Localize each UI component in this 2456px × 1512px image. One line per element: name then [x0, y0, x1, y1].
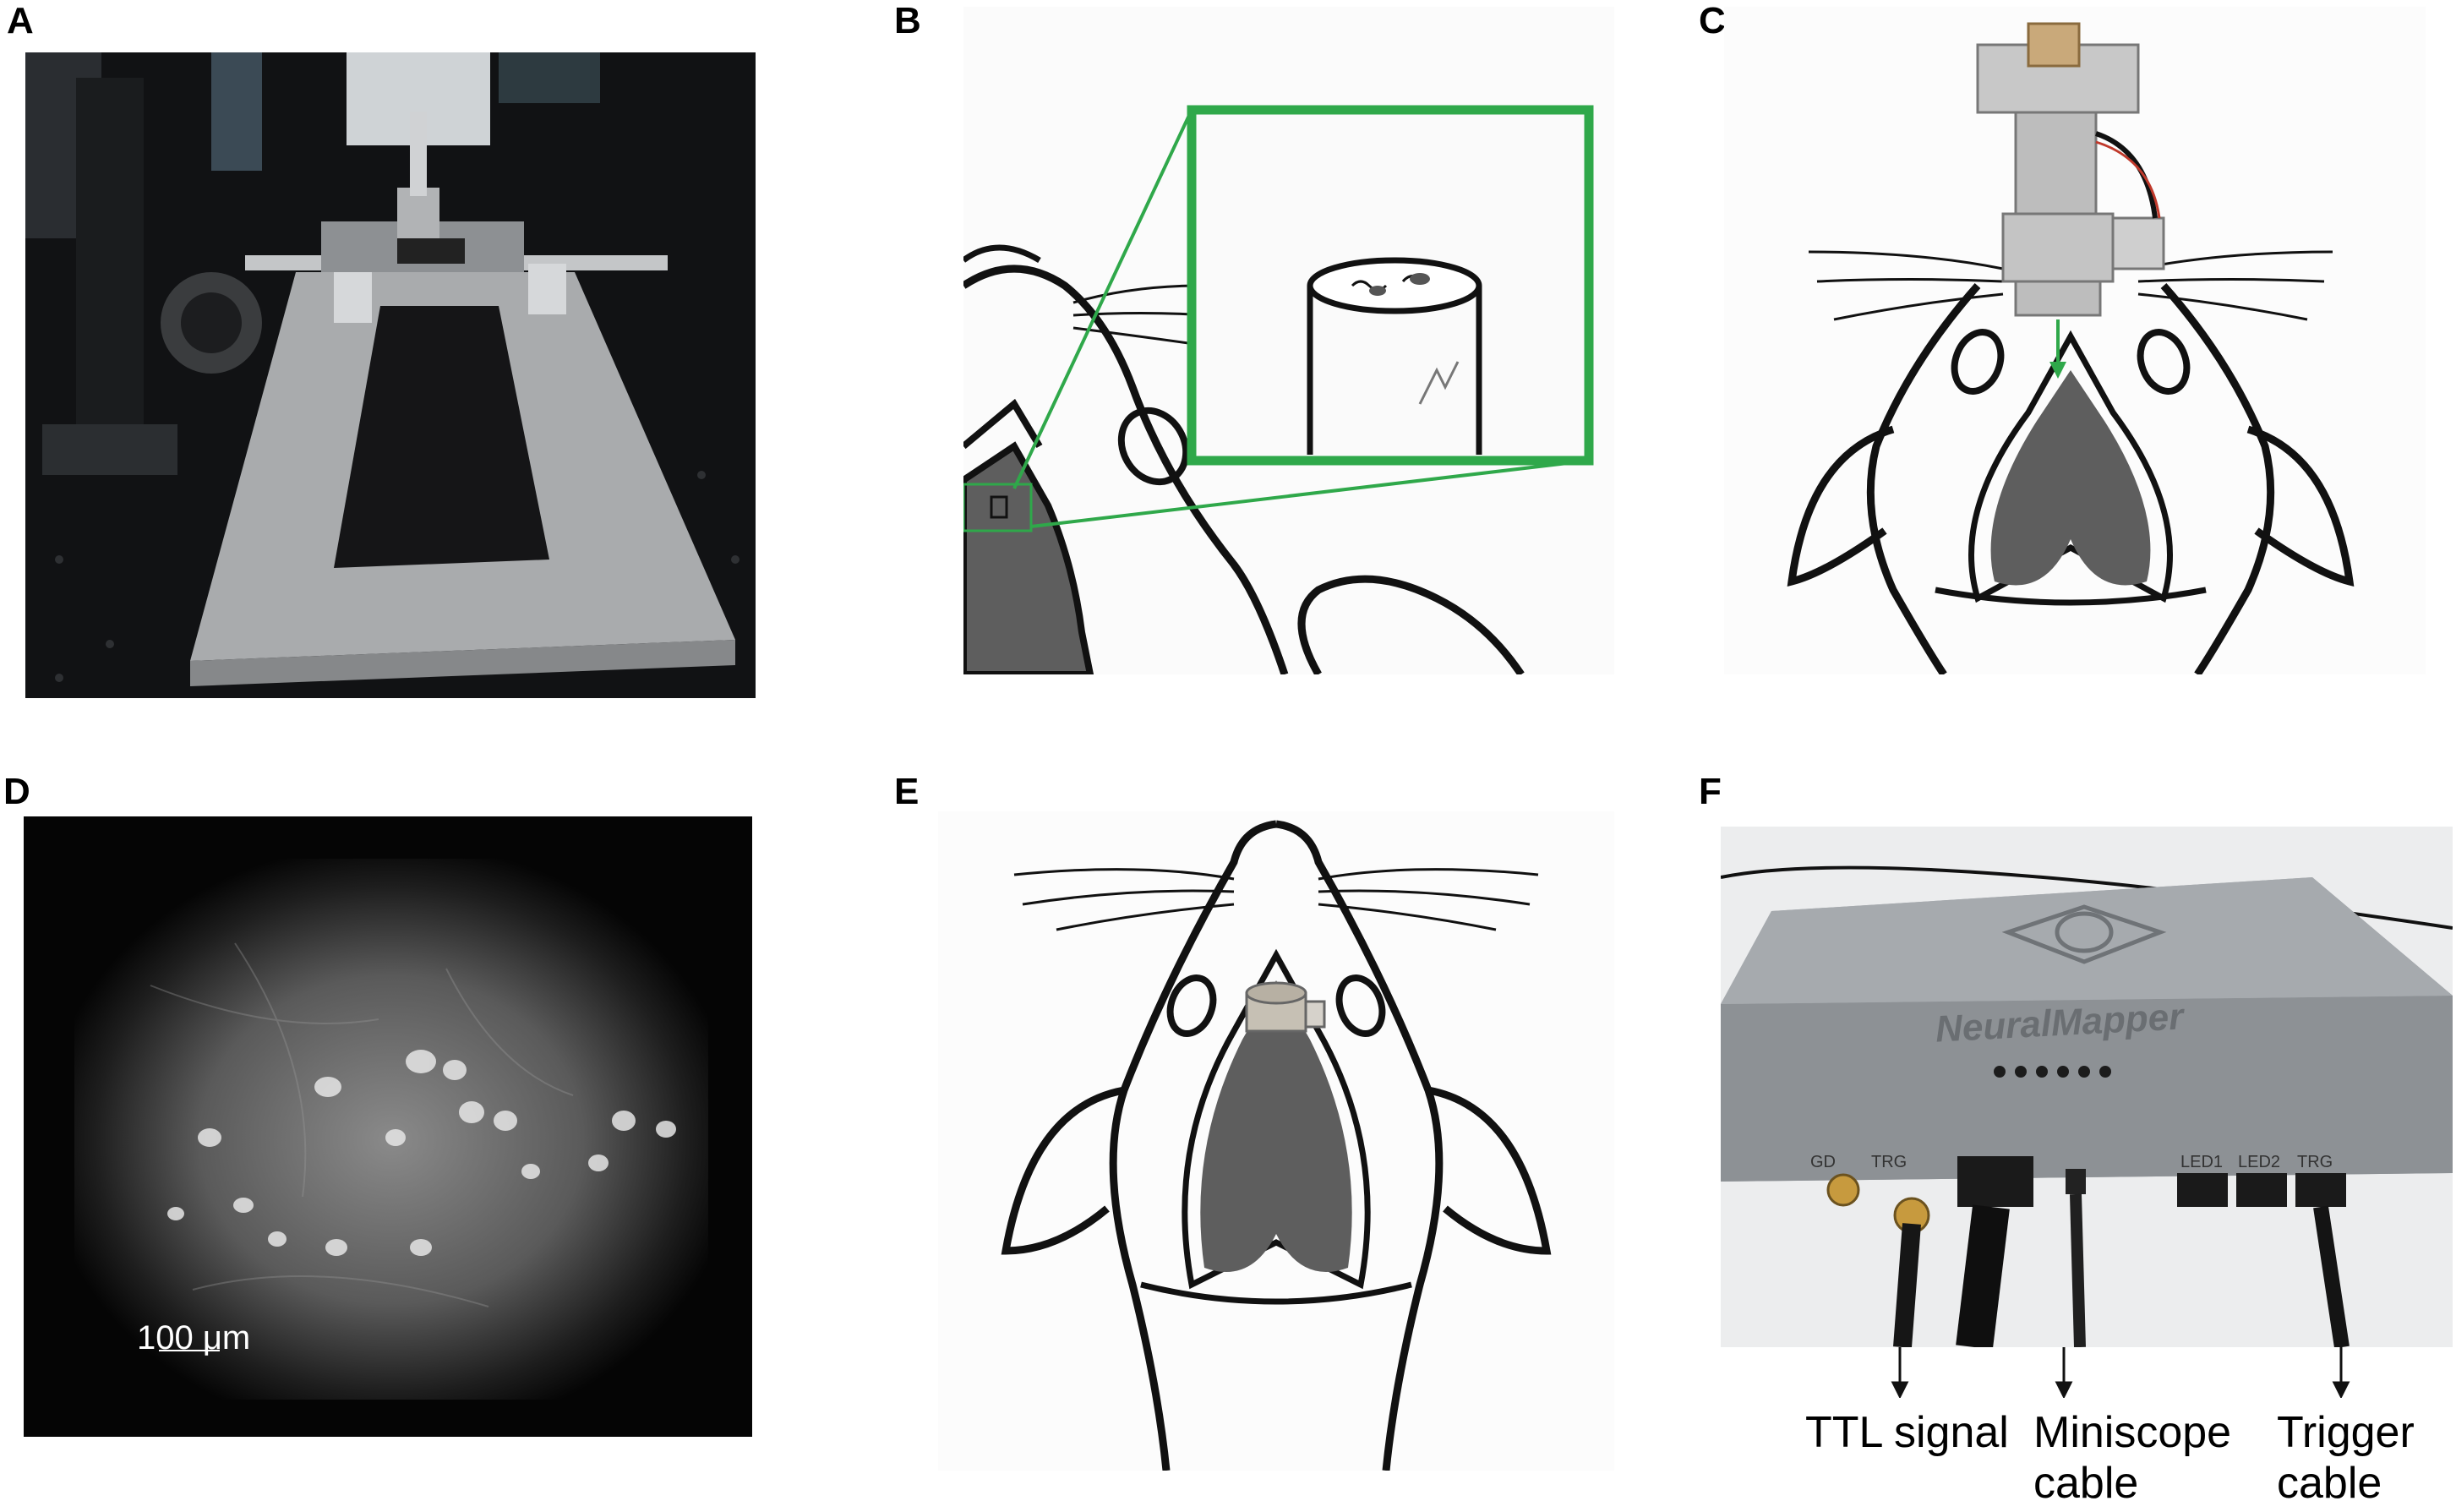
port-label-trg-1: TRG: [1871, 1153, 1907, 1171]
panel-label-b: B: [894, 0, 921, 41]
panel-label-e: E: [894, 771, 920, 812]
panel-a-rig-photo: [25, 52, 756, 698]
panel-d-fluorescence-image: [24, 816, 752, 1437]
annotation-trigger-cable: Trigger cable: [2277, 1408, 2415, 1508]
annotation-arrows: [1891, 1347, 2350, 1398]
panel-c-rat-miniscope: [1724, 7, 2426, 674]
panel-label-c: C: [1699, 0, 1726, 41]
panel-label-d: D: [3, 771, 30, 812]
port-label-led1: LED1: [2180, 1153, 2224, 1171]
panel-label-a: A: [7, 0, 34, 41]
port-label-gd: GD: [1810, 1153, 1836, 1171]
annotation-ttl-signal: TTL signal: [1805, 1408, 2009, 1457]
panel-f-device-photo: [1721, 827, 2453, 1347]
scale-bar-label: 100 μm: [137, 1319, 251, 1356]
port-label-trg-2: TRG: [2297, 1153, 2333, 1171]
panel-e-rat-baseplate: [938, 811, 1614, 1471]
panel-b-lens-drawing: [963, 7, 1614, 674]
annotation-miniscope-cable: Miniscope cable: [2033, 1408, 2232, 1508]
port-label-led2: LED2: [2238, 1153, 2281, 1171]
panel-label-f: F: [1699, 771, 1722, 812]
